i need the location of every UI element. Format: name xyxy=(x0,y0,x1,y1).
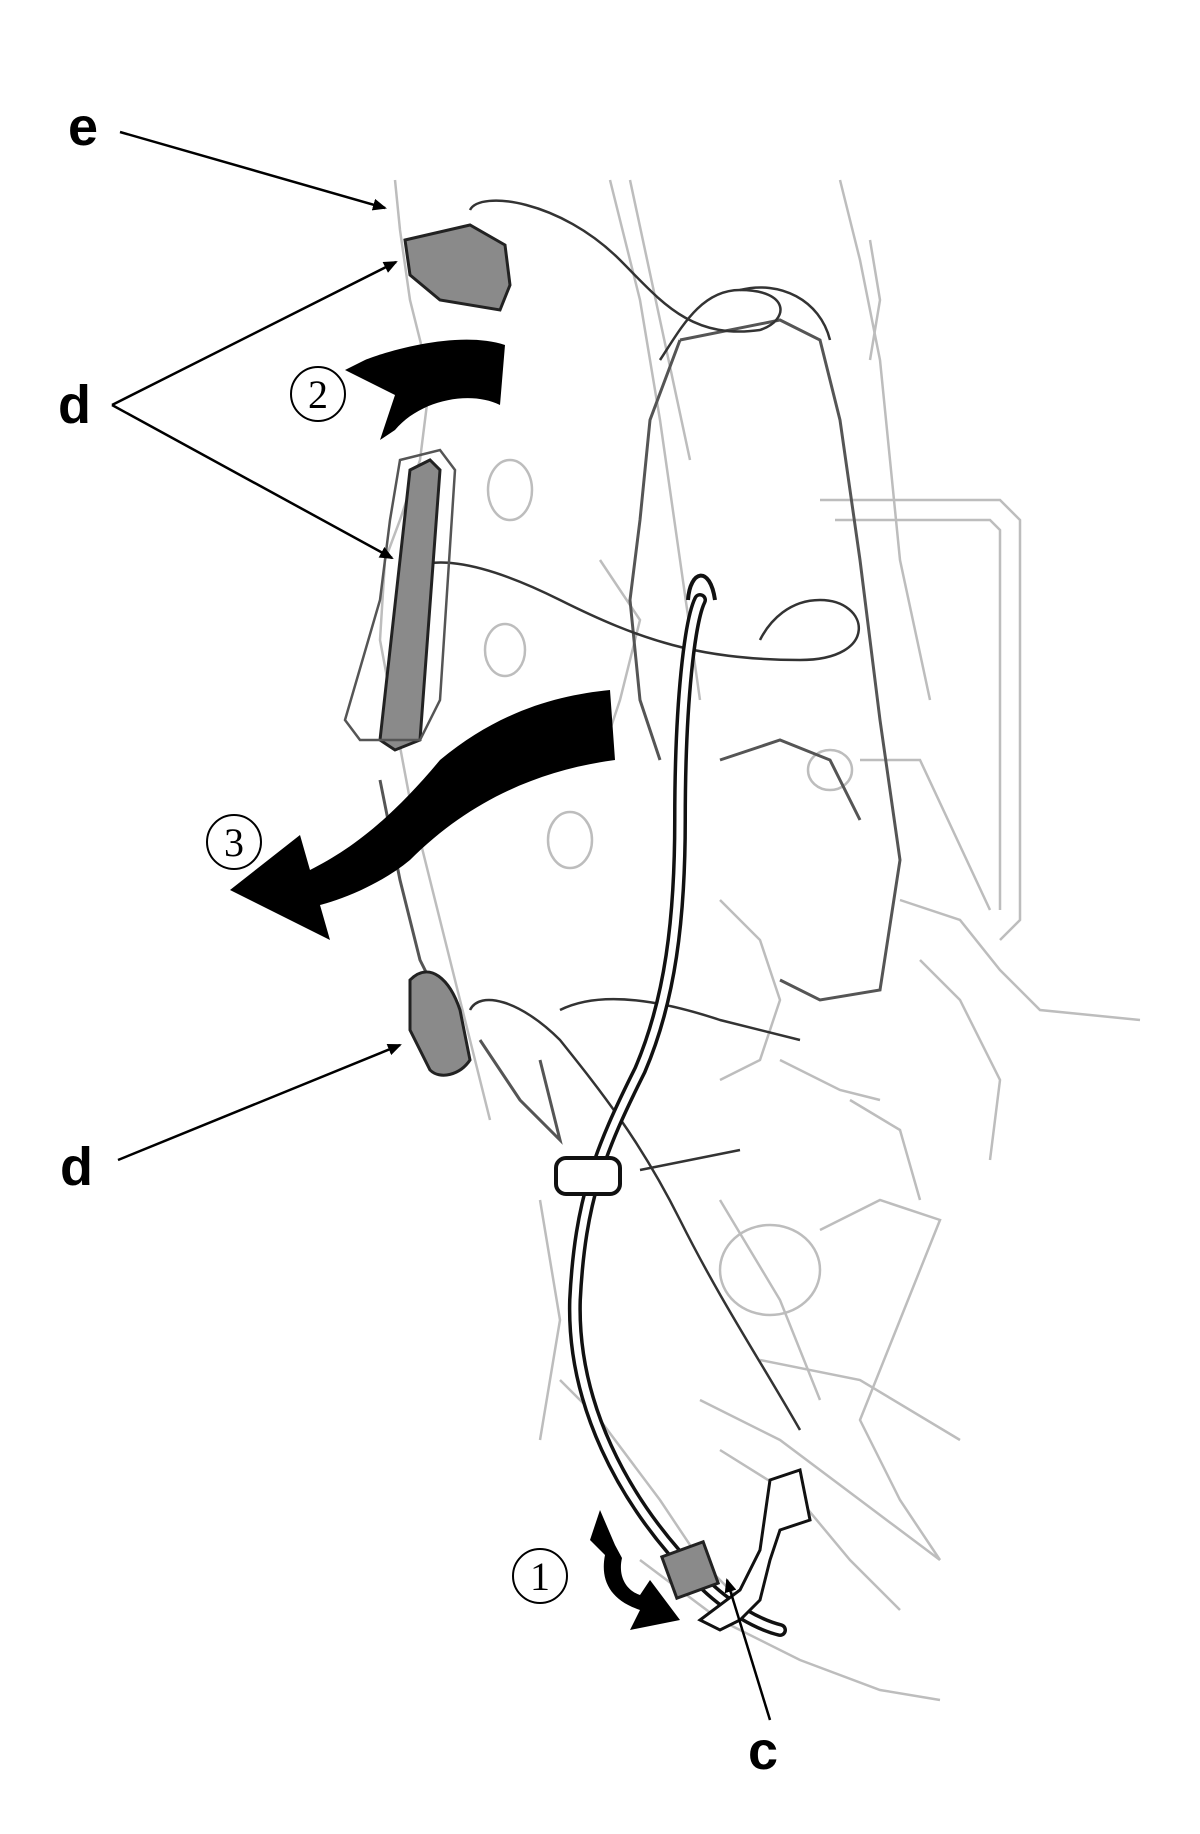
step1-arrow xyxy=(590,1510,680,1630)
background-structure xyxy=(378,179,1141,1702)
leader-e xyxy=(119,130,387,211)
callout-d-bottom: d xyxy=(60,1137,93,1197)
wire-harness xyxy=(398,199,860,1431)
clip-d-top xyxy=(403,223,512,312)
clip-d-bottom xyxy=(408,970,472,1077)
callout-e: e xyxy=(68,97,99,157)
clips-d xyxy=(378,223,512,1077)
step3-arrow xyxy=(230,690,615,940)
leader-lines xyxy=(111,130,772,1721)
leader-d-top-1 xyxy=(111,260,398,407)
step2-arrow xyxy=(345,339,505,440)
callout-d-top: d xyxy=(58,375,91,435)
step-2-marker: 2 xyxy=(290,366,346,422)
leader-d-top-2 xyxy=(111,403,394,560)
callout-c: c xyxy=(748,1721,779,1781)
step-1-marker: 1 xyxy=(512,1548,568,1604)
clip-d-long xyxy=(378,458,442,752)
clip-c xyxy=(659,1539,721,1601)
step-3-marker: 3 xyxy=(206,814,262,870)
clip-c-bracket xyxy=(697,1468,812,1632)
leader-d-bottom xyxy=(117,1043,402,1162)
leader-c xyxy=(724,1578,772,1721)
